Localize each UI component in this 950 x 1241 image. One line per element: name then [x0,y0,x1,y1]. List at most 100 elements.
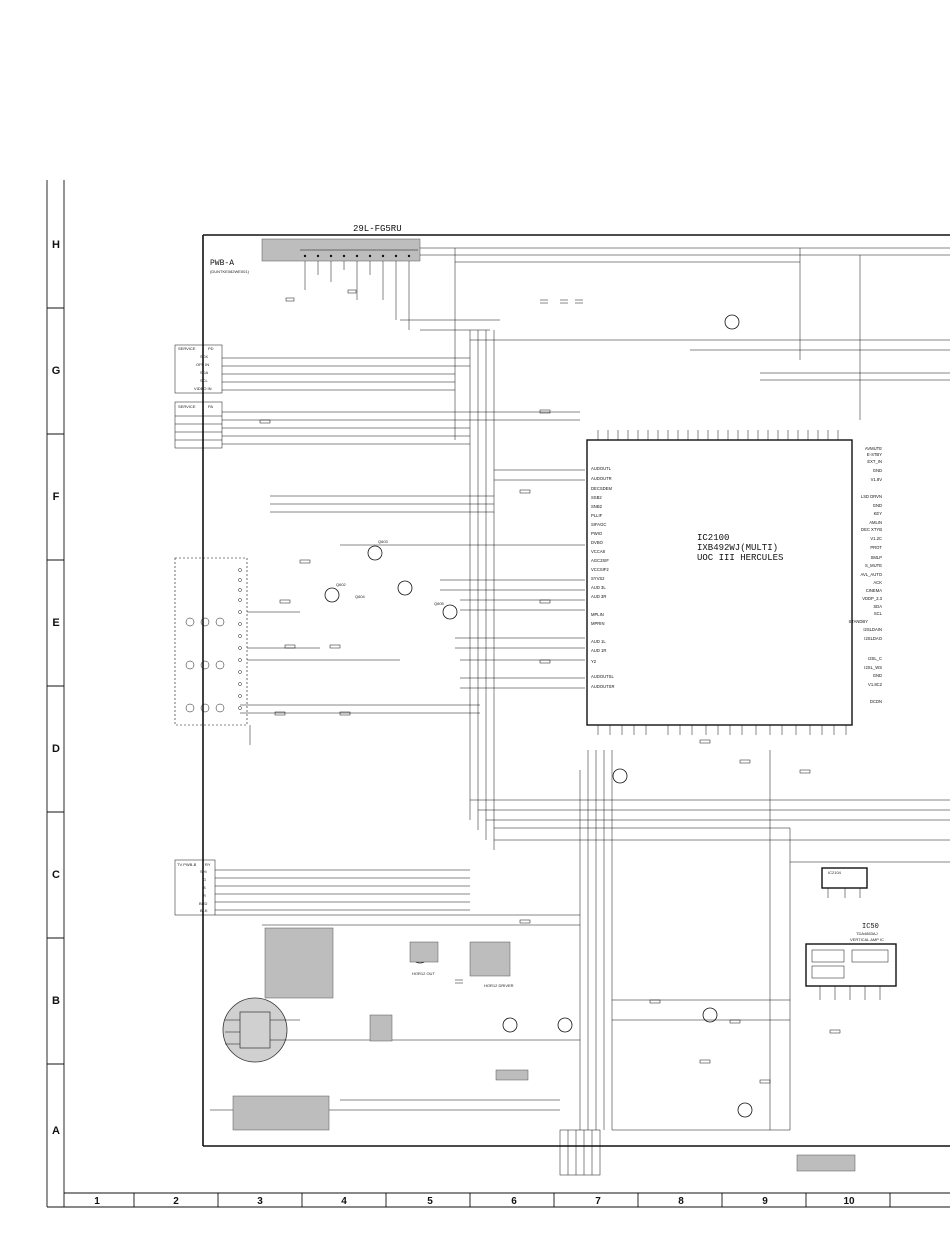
svg-text:(DUNTKE082WE001): (DUNTKE082WE001) [210,269,250,274]
grid-frame [46,180,950,1208]
ic-pin: S_MUTE [865,563,882,568]
ic-pin: GND [873,468,882,473]
ic-pin: VCCSIF2 [591,567,609,572]
transistor-ref: Q605 [434,601,445,606]
ic-pin: DEC XTYB [861,527,882,532]
ic-pin: V1.8C2 [868,682,883,687]
conn-pin: VIDEO IN [194,386,212,391]
ic-pin: AUD 3R [591,594,606,599]
ic-pin: AUDOUTL [591,466,612,471]
transistor-ref: Q602 [336,582,347,587]
conn-title: TV PWB-B [177,862,197,867]
ic-pin: CINEMA [866,588,882,593]
ic-pin: I2SL_WS [864,665,882,670]
ic-desc: VERTICAL AMP IC [850,937,884,942]
connector-service-pd: SERVICE PD SCK OFF IN SDA SCL VIDEO IN [174,344,223,394]
shaded-blocks [232,927,856,1172]
row-label: H [52,239,60,251]
ic-ref: IC2100 [697,533,729,543]
bottom-connector [559,1129,601,1176]
ic-pin: AUD 3L [591,585,606,590]
ic-pin: AVMUTE [865,446,882,451]
ic-pin: ACK [873,580,882,585]
ic-pin: GND [873,673,882,678]
col-label: 10 [843,1196,855,1207]
av-jack-block [174,557,400,745]
conn-pin: SHI [200,869,207,874]
col-label: 6 [511,1196,517,1207]
ic-pin: I2SLDAO [864,636,882,641]
conn-pin: SDA [200,370,209,375]
ic-part: TDA4863AJ [856,931,878,936]
conn-ref: PD [208,346,214,351]
ic-ref: IC50 [862,923,879,931]
ic-desc: UOC III HERCULES [697,553,783,563]
top-connector [261,238,421,330]
conn-pin: G [203,877,206,882]
row-label: A [52,1125,60,1137]
ic-pin: MPRIN [591,621,605,626]
ic-pin: AUD 1L [591,639,606,644]
model-label: 29L-FG5RU [353,224,402,234]
row-label: F [53,491,60,503]
conn-pin: OFF IN [196,362,209,367]
transistor-ref: Q604 [355,594,366,599]
conn-pin: R [203,893,206,898]
ic-ref: IC2104 [828,870,842,875]
ic-pin: DVBO [591,540,604,545]
col-label: 7 [595,1196,601,1207]
connector-service-pa: SERVICE PA [174,401,223,449]
ic-pin: AMLIN [869,520,882,525]
conn-title: SERVICE [178,346,196,351]
conn-pin: BLK [200,908,208,913]
ic-pin: AUD 1R [591,648,606,653]
passives [259,289,841,1084]
col-label: 3 [257,1196,263,1207]
col-label: 9 [762,1196,768,1207]
ic-pin: PWIO [591,531,603,536]
conn-pin: BRD [199,901,208,906]
conn-title: SERVICE [178,404,196,409]
row-label: E [52,617,59,629]
ic-pin: AGC2SIF [591,558,609,563]
driver-label: HOR12 OUT [412,971,435,976]
ic-pin: AUDOUTSL [591,674,614,679]
driver-label: HOR12 DRIVER [484,983,514,988]
ic-pin: SSB2 [591,495,602,500]
conn-pin: B [203,885,206,890]
ic-pin: V1.8V [871,477,883,482]
ic-pin: MPLIN [591,612,604,617]
ic-pin: E-STBY [867,452,882,457]
ic-part: IXB492WJ(MULTI) [697,543,778,553]
main-ic: IC2100 IXB492WJ(MULTI) UOC III HERCULES … [586,430,883,735]
col-label: 4 [341,1196,347,1207]
conn-pin: SCL [200,378,209,383]
column-labels: 1 2 3 4 5 6 7 8 9 10 [94,1196,855,1207]
ic-pin: SMLP [871,555,883,560]
ic-pin: VDDP_3.3 [862,596,882,601]
ic-pin: SNB2 [591,504,603,509]
bus-wiring [210,247,950,1131]
conn-ref: RY [205,862,211,867]
col-label: 5 [427,1196,433,1207]
ic-pin: KEY [874,511,883,516]
ic-pin: VCCA8 [591,549,606,554]
ic-pin: GND [873,503,882,508]
conn-ref: PA [208,404,213,409]
col-label: 1 [94,1196,100,1207]
row-label: B [52,995,60,1007]
vertical-amp-ic: IC50 TDA4863AJ VERTICAL AMP IC [805,923,897,1000]
ic2104: IC2104 [821,867,868,898]
ic-pin: V1.2C [870,536,882,541]
connector-tv-pwb-b: TV PWB-B RY SHI G B R BRD BLK [174,859,216,916]
ic-pin: I2SLDAIN [863,627,882,632]
row-label: G [52,365,61,377]
ic-pin: DECSDEM [591,486,612,491]
transistor-ref: Q603 [378,539,389,544]
ic-pin: AUDOUTR [591,476,612,481]
row-label: D [52,743,60,755]
ic-pin: SIFAGC [591,522,606,527]
pwb-frame [202,234,950,1147]
ic-pin: I2SL_C [868,656,882,661]
